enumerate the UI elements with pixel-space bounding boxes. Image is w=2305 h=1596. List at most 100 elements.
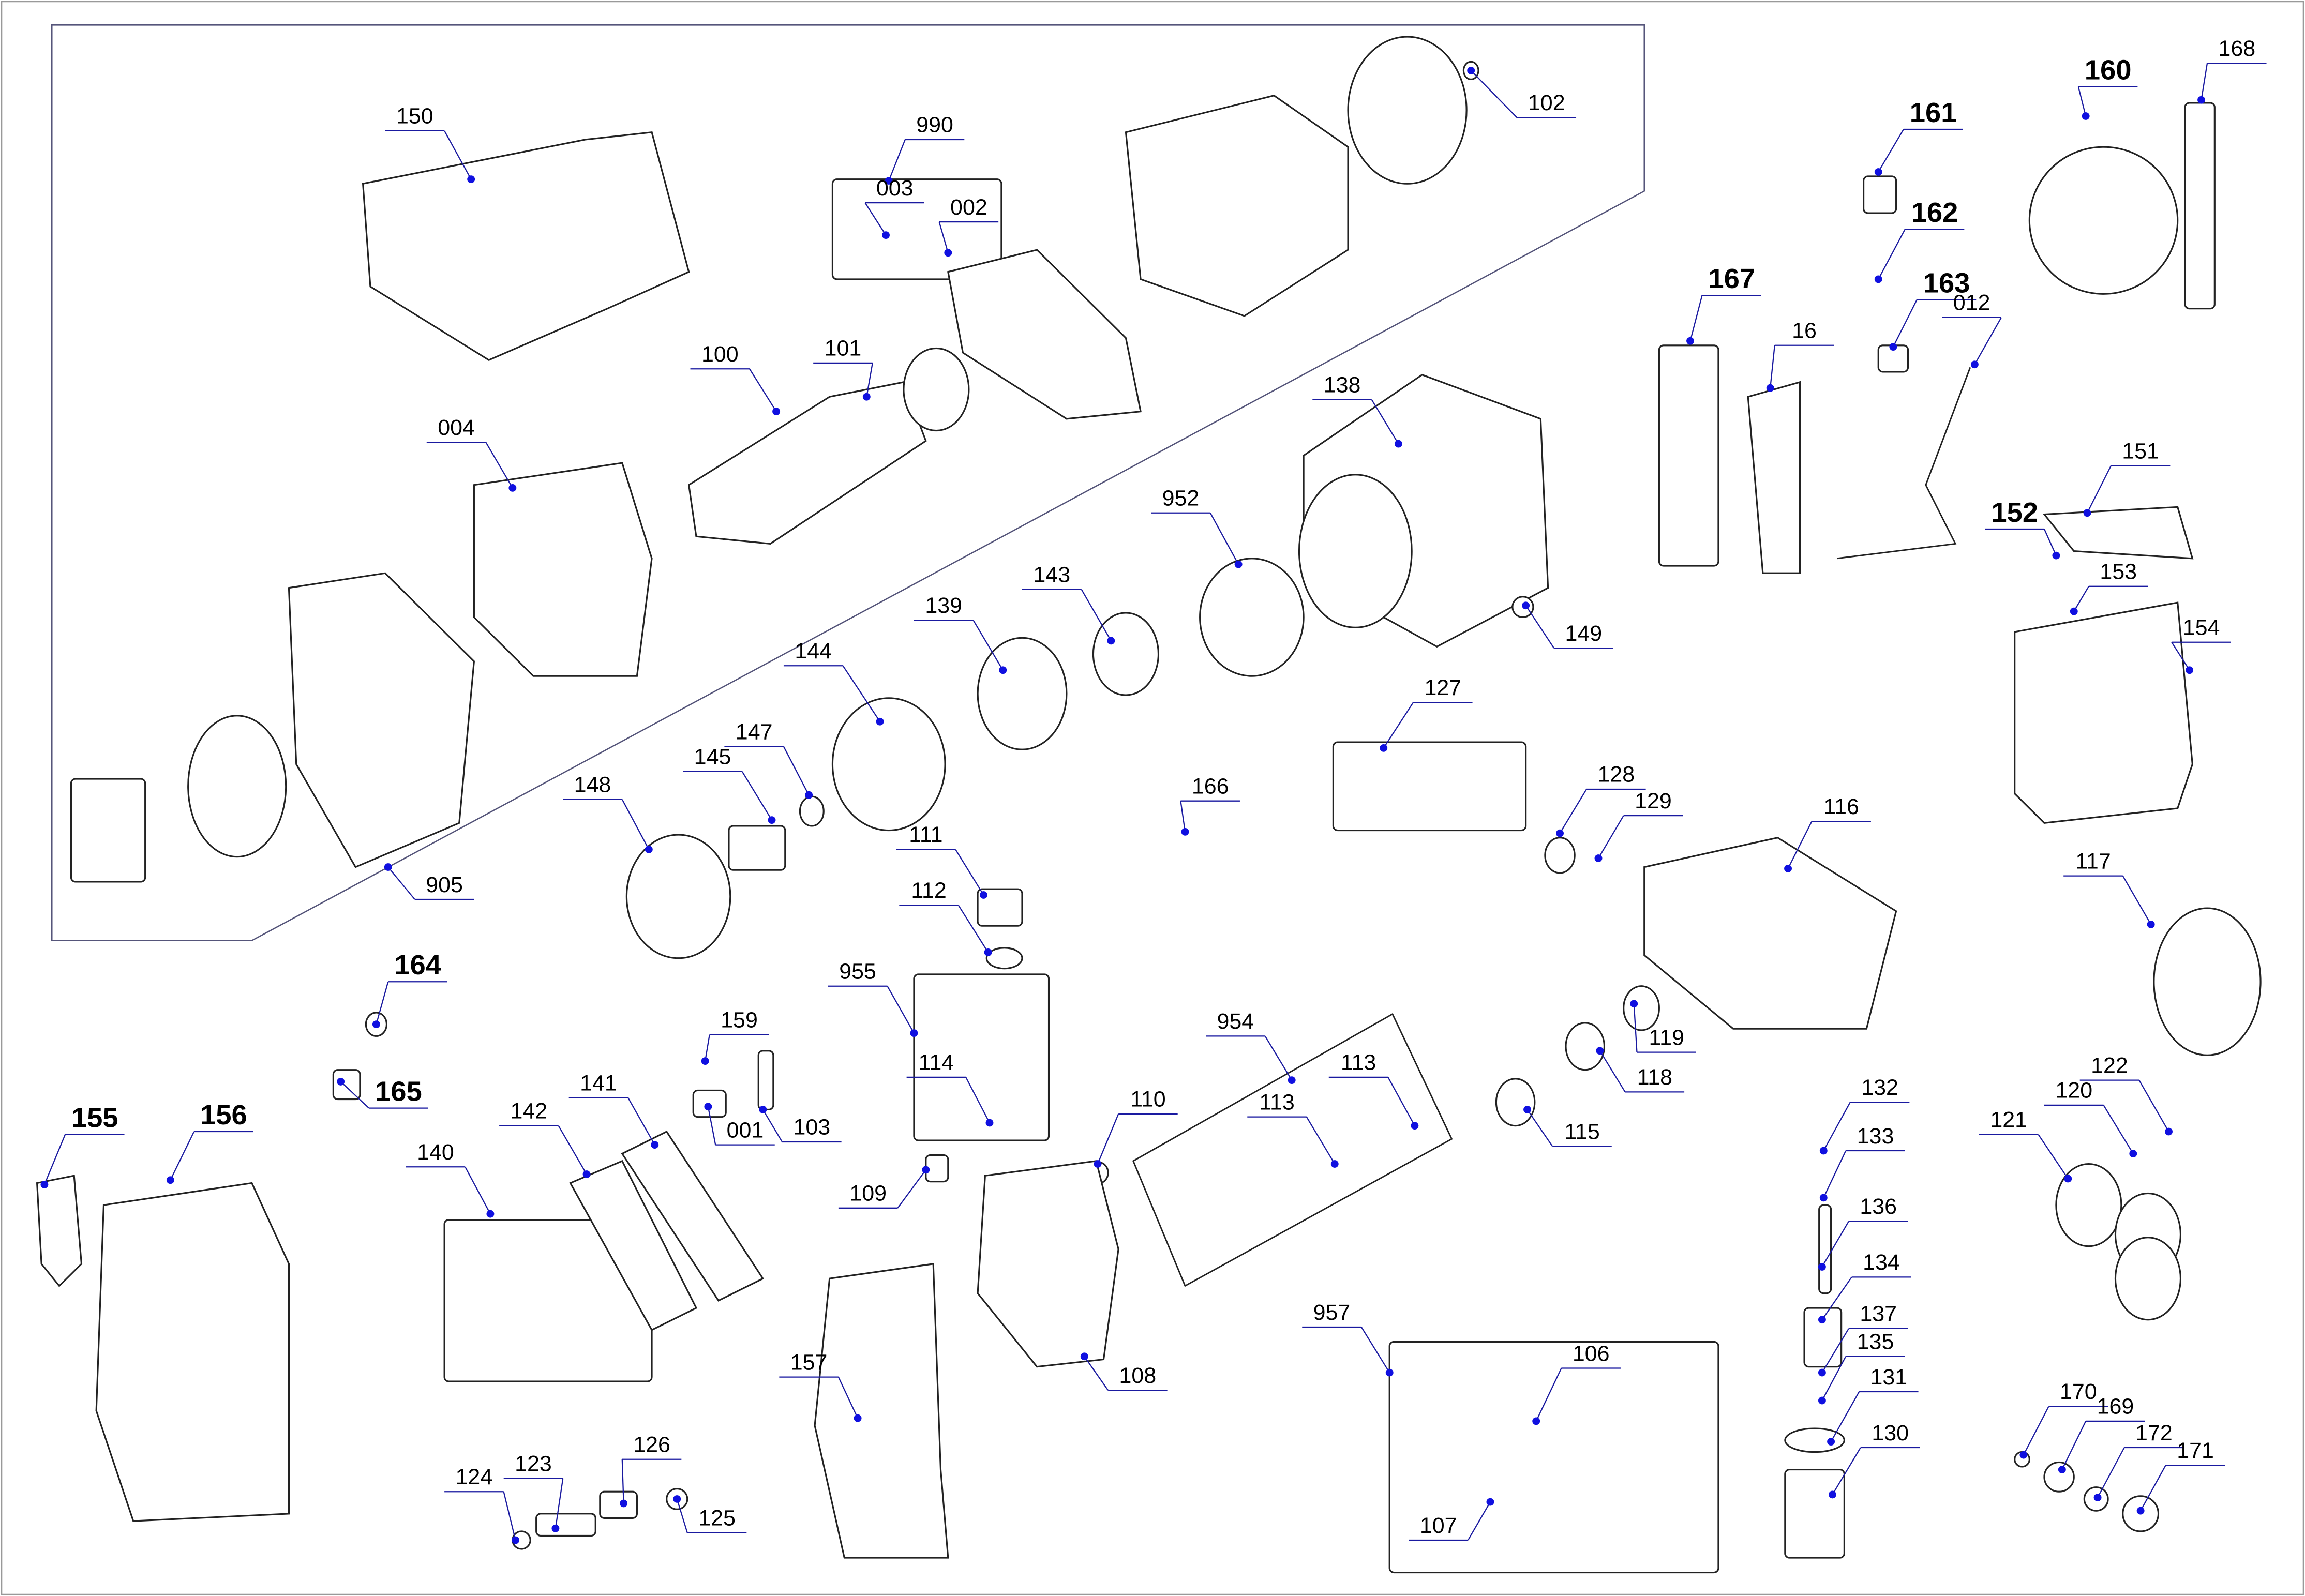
callout-954[interactable]: 954 [1206,1009,1296,1084]
callout-145[interactable]: 145 [683,745,776,824]
part-number-label[interactable]: 127 [1424,675,1461,700]
callout-125[interactable]: 125 [673,1495,747,1533]
callout-102[interactable]: 102 [1467,67,1577,118]
part-number-label[interactable]: 131 [1870,1365,1907,1390]
part-number-label[interactable]: 103 [794,1115,831,1140]
part-number-label[interactable]: 119 [1649,1026,1684,1050]
callout-113[interactable]: 113 [1247,1090,1339,1168]
part-number-label[interactable]: 101 [825,336,862,361]
callout-153[interactable]: 153 [2070,560,2148,615]
part-number-label[interactable]: 136 [1860,1194,1897,1219]
callout-952[interactable]: 952 [1151,486,1243,568]
part-number-label[interactable]: 149 [1565,621,1603,646]
callout-171[interactable]: 171 [2136,1438,2225,1515]
part-number-label[interactable]: 115 [1564,1119,1599,1144]
callout-132[interactable]: 132 [1819,1075,1910,1155]
callout-100[interactable]: 100 [690,342,781,416]
callout-150[interactable]: 150 [385,104,475,184]
callout-117[interactable]: 117 [2063,849,2155,928]
callout-123[interactable]: 123 [503,1452,564,1532]
part-number-label[interactable]: 124 [456,1465,493,1489]
part-number-label[interactable]: 111 [909,822,942,847]
callout-103[interactable]: 103 [759,1106,842,1143]
part-number-label[interactable]: 118 [1637,1065,1672,1090]
part-number-label[interactable]: 990 [916,113,953,138]
part-number-label[interactable]: 165 [375,1076,422,1107]
callout-142[interactable]: 142 [499,1099,591,1178]
part-number-label[interactable]: 139 [925,593,962,618]
callout-152[interactable]: 152 [1985,497,2060,560]
part-number-label[interactable]: 132 [1861,1075,1898,1100]
callout-001[interactable]: 001 [704,1103,775,1146]
callout-112[interactable]: 112 [899,878,992,956]
part-number-label[interactable]: 161 [1910,97,1957,128]
callout-113[interactable]: 113 [1328,1050,1419,1130]
callout-137[interactable]: 137 [1818,1302,1908,1377]
part-number-label[interactable]: 002 [950,195,987,220]
part-number-label[interactable]: 150 [396,104,433,129]
callout-133[interactable]: 133 [1819,1124,1905,1202]
part-number-label[interactable]: 012 [1953,291,1990,315]
callout-16[interactable]: 16 [1766,319,1834,392]
callout-134[interactable]: 134 [1818,1250,1911,1324]
callout-165[interactable]: 165 [337,1076,428,1109]
callout-136[interactable]: 136 [1818,1194,1908,1271]
callout-119[interactable]: 119 [1630,1000,1696,1053]
callout-154[interactable]: 154 [2171,615,2231,674]
part-number-label[interactable]: 167 [1708,263,1755,294]
callout-990[interactable]: 990 [885,113,965,185]
callout-159[interactable]: 159 [701,1007,769,1065]
callout-116[interactable]: 116 [1784,794,1871,872]
callout-128[interactable]: 128 [1556,762,1646,837]
part-number-label[interactable]: 954 [1217,1009,1254,1034]
part-number-label[interactable]: 138 [1324,373,1361,398]
callout-164[interactable]: 164 [372,950,447,1028]
part-number-label[interactable]: 142 [511,1099,548,1124]
part-number-label[interactable]: 145 [694,745,731,770]
part-number-label[interactable]: 957 [1313,1300,1351,1325]
part-number-label[interactable]: 169 [2097,1394,2134,1419]
callout-169[interactable]: 169 [2058,1394,2145,1474]
part-number-label[interactable]: 126 [633,1433,670,1457]
part-number-label[interactable]: 130 [1872,1421,1909,1446]
part-number-label[interactable]: 157 [790,1350,828,1375]
part-number-label[interactable]: 122 [2091,1053,2128,1078]
callout-957[interactable]: 957 [1302,1300,1394,1377]
part-number-label[interactable]: 156 [200,1100,247,1131]
part-number-label[interactable]: 133 [1857,1124,1894,1149]
part-number-label[interactable]: 163 [1923,268,1970,299]
part-number-label[interactable]: 100 [701,342,739,367]
part-number-label[interactable]: 135 [1857,1330,1894,1354]
callout-149[interactable]: 149 [1522,601,1613,649]
callout-115[interactable]: 115 [1523,1106,1612,1147]
part-number-label[interactable]: 168 [2218,36,2255,61]
callout-135[interactable]: 135 [1818,1330,1905,1405]
part-number-label[interactable]: 001 [727,1118,764,1143]
part-number-label[interactable]: 113 [1259,1090,1294,1115]
callout-168[interactable]: 168 [2197,36,2267,104]
callout-147[interactable]: 147 [724,719,813,799]
part-number-label[interactable]: 155 [71,1103,118,1134]
callout-156[interactable]: 156 [166,1100,253,1184]
part-number-label[interactable]: 164 [394,950,441,981]
callout-161[interactable]: 161 [1874,97,1963,176]
callout-157[interactable]: 157 [779,1350,862,1422]
callout-905[interactable]: 905 [384,863,474,900]
callout-151[interactable]: 151 [2083,439,2171,517]
part-number-label[interactable]: 154 [2183,615,2220,640]
callout-106[interactable]: 106 [1532,1341,1621,1425]
part-number-label[interactable]: 004 [438,415,475,440]
part-number-label[interactable]: 152 [1991,497,2038,528]
part-number-label[interactable]: 147 [736,719,773,744]
callout-130[interactable]: 130 [1829,1421,1920,1499]
callout-108[interactable]: 108 [1080,1352,1168,1391]
part-number-label[interactable]: 114 [919,1050,954,1075]
part-number-label[interactable]: 162 [1911,197,1958,228]
part-number-label[interactable]: 144 [795,639,832,664]
part-number-label[interactable]: 172 [2135,1421,2173,1446]
callout-166[interactable]: 166 [1180,774,1240,836]
callout-101[interactable]: 101 [813,336,873,401]
callout-162[interactable]: 162 [1874,197,1965,283]
callout-003[interactable]: 003 [864,176,924,239]
part-number-label[interactable]: 117 [2075,849,2111,874]
